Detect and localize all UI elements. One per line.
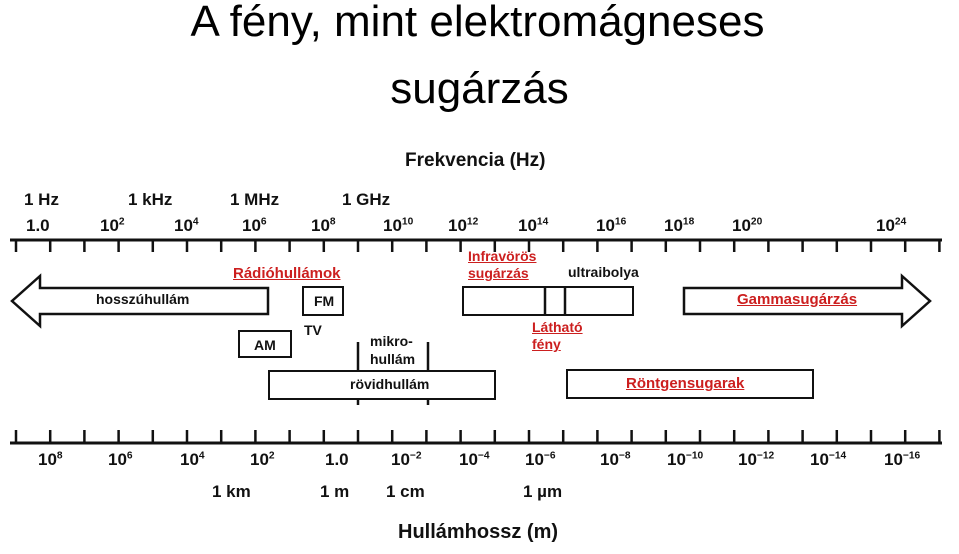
frequency-tick-label: 1010 [383,216,414,235]
wavelength-tick-label: 106 [108,450,133,469]
frequency-tick-label: 1.0 [26,216,50,235]
wavelength-tick-label: 10−10 [667,450,704,469]
fm-label: FM [314,293,335,309]
short-wave-box: rövidhullám [268,370,496,400]
short-wave-label: rövidhullám [350,376,430,392]
frequency-tick-label: 1024 [876,216,907,235]
wavelength-tick-label: 1.0 [325,450,349,469]
frequency-tick-label: 102 [100,216,125,235]
visible-light-label: Látható fény [532,319,583,352]
frequency-tick-label: 1016 [596,216,627,235]
wavelength-tick-label: 10−4 [459,450,490,469]
wavelength-tick-label: 10−14 [810,450,847,469]
xray-label: Röntgensugarak [626,375,745,392]
wavelength-tick-label: 10−12 [738,450,775,469]
gamma-arrow [682,273,932,329]
unit-label-1ghz: 1 GHz [342,190,391,209]
frequency-tick-label: 1012 [448,216,479,235]
unit-label-1hz: 1 Hz [24,190,59,209]
frequency-tick-label: 1020 [732,216,763,235]
unit-label-1mhz: 1 MHz [230,190,280,209]
frequency-tick-label: 1014 [518,216,549,235]
ultraviolet-label: ultraibolya [568,264,639,280]
frequency-tick-label: 106 [242,216,267,235]
wavelength-axis-title: Hullámhossz (m) [398,521,559,543]
wavelength-tick-label: 104 [180,450,205,469]
wavelength-tick-label: 10−16 [884,450,921,469]
gamma-label: Gammasugárzás [737,291,858,308]
am-band-box: AM [238,330,292,358]
unit-label-1um: 1 µm [523,482,563,501]
wavelength-tick-label: 10−6 [525,450,556,469]
wavelength-tick-label: 10−8 [600,450,631,469]
am-label: AM [254,337,276,353]
optical-band-box [462,286,634,316]
tv-label: TV [304,322,322,338]
fm-band-box: FM [302,286,344,316]
long-wave-label: hosszúhullám [96,291,190,307]
unit-label-1m: 1 m [320,482,350,501]
frequency-tick-label: 104 [174,216,199,235]
frequency-axis-title: Frekvencia (Hz) [405,150,546,171]
wavelength-tick-label: 10−2 [391,450,422,469]
unit-label-1km: 1 km [212,482,251,501]
radio-waves-label: Rádióhullámok [233,265,341,282]
page-title: A fény, mint elektromágneses [190,0,765,46]
frequency-tick-label: 1018 [664,216,695,235]
infrared-label: Infravörös sugárzás [468,248,537,281]
microwave-label: mikro- hullám [370,333,416,367]
frequency-axis-ticks [14,240,941,252]
xray-box: Röntgensugarak [566,369,814,399]
wavelength-tick-label: 102 [250,450,275,469]
long-wave-arrow [10,273,270,329]
page-title-line2: sugárzás [390,64,569,113]
unit-label-1khz: 1 kHz [128,190,173,209]
unit-label-1cm: 1 cm [386,482,425,501]
wavelength-tick-label: 108 [38,450,63,469]
wavelength-axis-ticks [14,430,941,443]
frequency-tick-label: 108 [311,216,336,235]
